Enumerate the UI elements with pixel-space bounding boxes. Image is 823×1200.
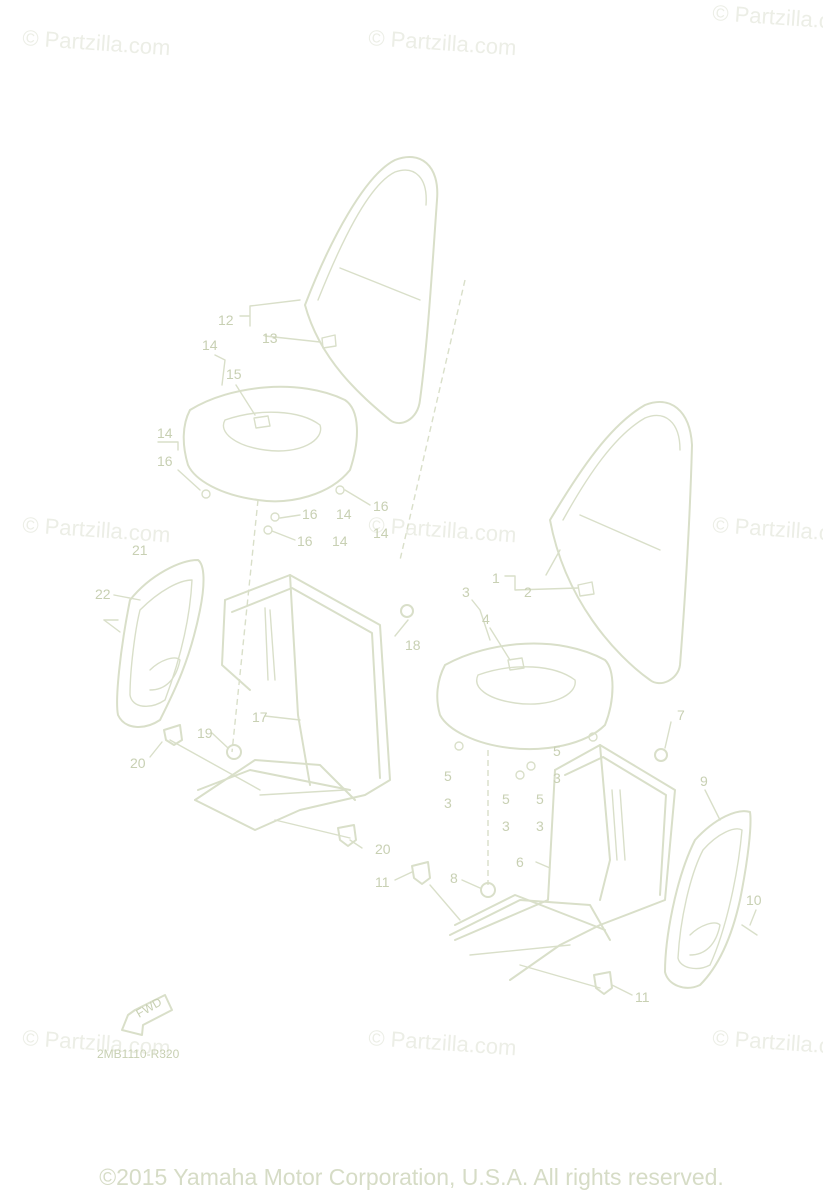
callout-4: 4	[482, 611, 490, 627]
watermark: © Partzilla.com	[22, 512, 172, 547]
callout-10: 10	[746, 892, 762, 908]
callout-8: 8	[450, 870, 458, 886]
watermark: © Partzilla.com	[22, 25, 172, 60]
callout-16: 16	[302, 506, 318, 522]
callout-6: 6	[516, 854, 524, 870]
callout-14: 14	[157, 425, 173, 441]
callout-14: 14	[202, 337, 218, 353]
callout-7: 7	[677, 707, 685, 723]
callout-20: 20	[130, 755, 146, 771]
callout-11: 11	[375, 874, 390, 890]
callout-labels: 1 2 3 4 5 3 5 3 5 3 5 3 6 7 8 9 10 11 11…	[95, 312, 762, 1005]
callout-1: 1	[492, 570, 500, 586]
callout-12: 12	[218, 312, 234, 328]
leader-lines	[103, 279, 757, 996]
callout-5: 5	[536, 791, 544, 807]
copyright-notice: ©2015 Yamaha Motor Corporation, U.S.A. A…	[99, 1164, 724, 1190]
callout-3: 3	[462, 584, 470, 600]
watermark: © Partzilla.com	[712, 512, 823, 547]
callout-17: 17	[252, 709, 268, 725]
callout-20: 20	[375, 841, 391, 857]
callout-18: 18	[405, 637, 421, 653]
watermark: © Partzilla.com	[368, 25, 518, 60]
right-seat-backrest	[549, 400, 693, 685]
left-side-panel	[116, 559, 205, 728]
callout-16: 16	[297, 533, 313, 549]
callout-3: 3	[502, 818, 510, 834]
callout-3: 3	[553, 770, 561, 786]
left-seat-backrest	[304, 155, 439, 425]
callout-19: 19	[197, 725, 213, 741]
callout-22: 22	[95, 586, 111, 602]
watermark: © Partzilla.com	[712, 1025, 823, 1060]
right-seat-frame	[449, 744, 676, 981]
callout-5: 5	[502, 791, 510, 807]
callout-3: 3	[444, 795, 452, 811]
watermark: © Partzilla.com	[712, 0, 823, 35]
callout-5: 5	[444, 768, 452, 784]
callout-14: 14	[332, 533, 348, 549]
fasteners	[103, 485, 758, 995]
right-side-panel	[664, 810, 752, 989]
callout-2: 2	[524, 584, 532, 600]
callout-16: 16	[157, 453, 173, 469]
diagram-code: 2MB1110-R320	[97, 1047, 180, 1061]
callout-3: 3	[536, 818, 544, 834]
left-seat-cushion	[182, 385, 358, 503]
callout-21: 21	[132, 542, 148, 558]
right-seat-cushion	[436, 642, 614, 751]
fwd-arrow: FWD	[121, 994, 173, 1036]
callout-13: 13	[262, 330, 278, 346]
callout-11: 11	[635, 989, 650, 1005]
callout-5: 5	[553, 743, 561, 759]
callout-9: 9	[700, 773, 708, 789]
callout-14: 14	[336, 506, 352, 522]
callout-15: 15	[226, 366, 242, 382]
left-seat-frame	[194, 574, 391, 831]
watermark: © Partzilla.com	[368, 512, 518, 547]
callout-14: 14	[373, 525, 389, 541]
watermark: © Partzilla.com	[368, 1025, 518, 1060]
callout-16: 16	[373, 498, 389, 514]
